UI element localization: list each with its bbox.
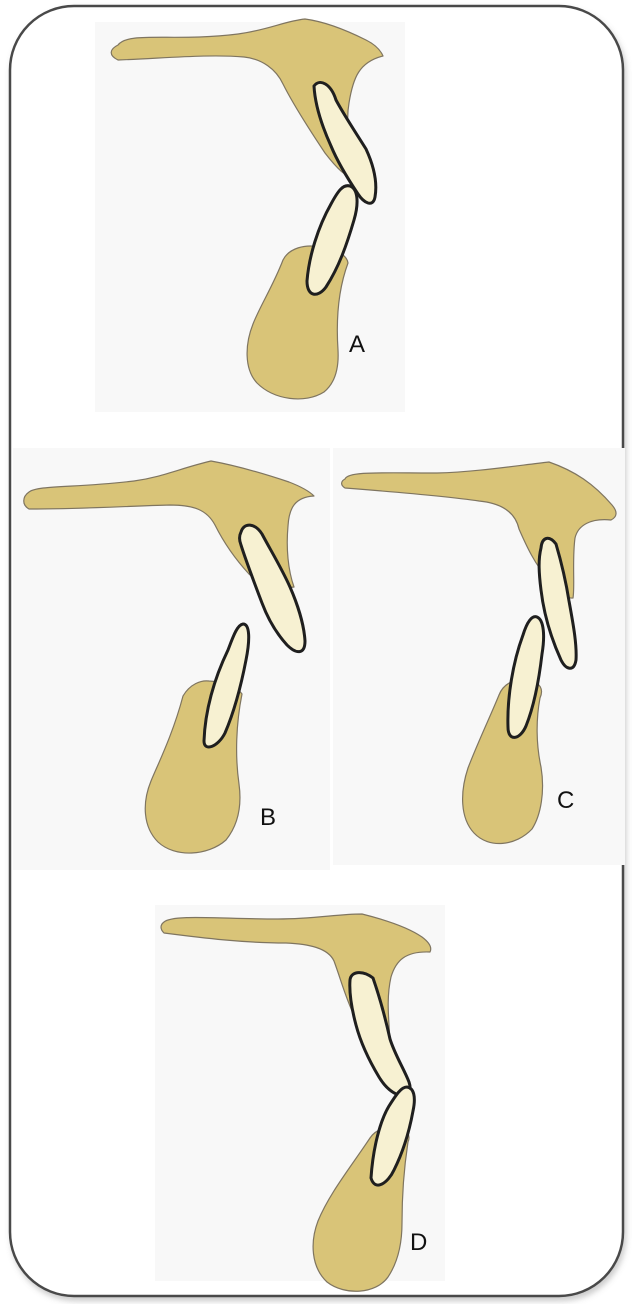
- panel-d: D: [155, 905, 445, 1291]
- panel-a: A: [95, 19, 405, 412]
- panel-c-label: C: [557, 787, 574, 814]
- panel-d-label: D: [410, 1229, 427, 1256]
- panel-a-label: A: [349, 331, 365, 358]
- panel-b-label: B: [260, 804, 276, 831]
- panel-c: C: [333, 448, 625, 865]
- panel-b: B: [13, 448, 330, 870]
